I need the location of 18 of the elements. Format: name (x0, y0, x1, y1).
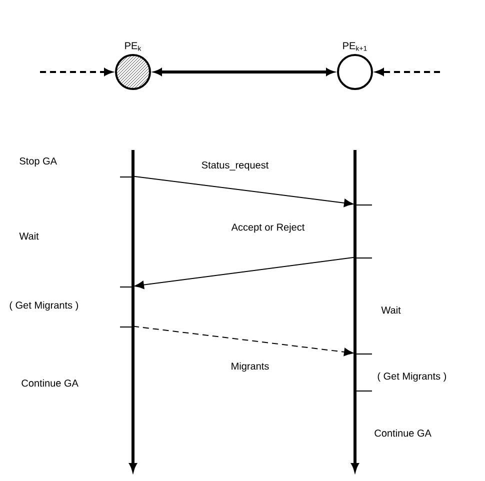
arrow (134, 256, 356, 289)
state-label: Continue GA (22, 379, 78, 387)
node-label: PE$_{k+1}$ (343, 42, 367, 51)
arrow (132, 326, 354, 356)
state-label: ( Get Migrants ) (10, 301, 78, 311)
state-label: Wait (381, 306, 401, 314)
edge-label: Migrants (230, 361, 270, 373)
arrow (132, 176, 354, 208)
edge-label: Accept or Reject (230, 222, 306, 234)
state-label: Stop GA (20, 157, 57, 167)
arrow (376, 68, 440, 76)
state-label: Wait (19, 232, 39, 240)
state-label: ( Get Migrants ) (378, 372, 446, 382)
node-label: PE$_{k}$ (125, 42, 142, 51)
arrow (40, 68, 112, 76)
edge-label: Status_request (200, 160, 270, 172)
arrow (154, 68, 334, 76)
state-label: Continue GA (374, 429, 432, 437)
